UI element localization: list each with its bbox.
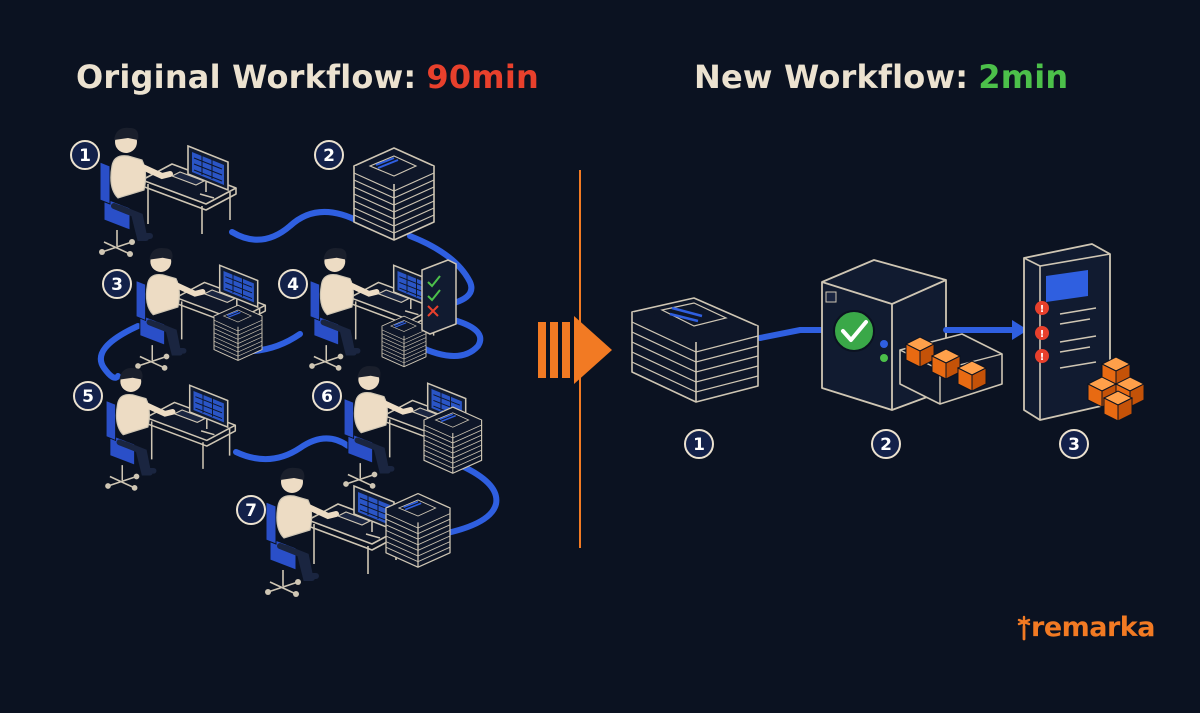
- step-badge-1: 1: [70, 140, 100, 170]
- new-step-badge-1: 1: [684, 429, 714, 459]
- svg-text:!: !: [1040, 304, 1045, 315]
- step-number: 3: [1068, 435, 1080, 455]
- checkmark-icon: [833, 310, 875, 352]
- step-badge-6: 6: [312, 381, 342, 411]
- worker-workstation-7: [265, 468, 402, 597]
- step-badge-4: 4: [278, 269, 308, 299]
- step-number: 5: [82, 387, 94, 407]
- step-number: 6: [321, 387, 333, 407]
- arrow-head-icon: [1012, 320, 1028, 340]
- step-badge-7: 7: [236, 495, 266, 525]
- original-workflow-time: 90min: [426, 58, 539, 96]
- document-stack-6: [423, 406, 483, 474]
- report-panel: [1023, 243, 1111, 421]
- svg-text:!: !: [1040, 329, 1045, 340]
- document-stack-3: [213, 304, 263, 361]
- document-stack: [631, 297, 759, 403]
- checklist-panel: [421, 259, 457, 335]
- document-stack-7: [385, 492, 451, 569]
- original-workflow-diagram: 1 2 3 4 5 6 7: [70, 128, 500, 597]
- step-number: 2: [323, 146, 335, 166]
- step-number: 7: [245, 501, 257, 521]
- orange-arrow-icon: [538, 316, 612, 384]
- step-number: 1: [79, 146, 91, 166]
- new-step-badge-2: 2: [871, 429, 901, 459]
- asterisk-icon: [1017, 615, 1031, 640]
- step-number: 3: [111, 275, 123, 295]
- new-workflow-diagram: ! ! ! 1 2 3: [631, 243, 1145, 459]
- brand-name: remarka: [1031, 612, 1155, 643]
- document-stack-4: [381, 315, 427, 368]
- step-number: 4: [287, 275, 299, 295]
- worker-workstation-5: [105, 368, 235, 491]
- new-step-badge-3: 3: [1059, 429, 1089, 459]
- document-stack-2: [353, 147, 435, 241]
- connector-path: [97, 208, 500, 541]
- step-number: 2: [880, 435, 892, 455]
- alert-icon: ! ! !: [1035, 301, 1049, 363]
- new-workflow-time: 2min: [978, 58, 1069, 96]
- step-badge-5: 5: [73, 381, 103, 411]
- step-number: 1: [693, 435, 705, 455]
- worker-workstation-1: [99, 128, 236, 257]
- step-badge-2: 2: [314, 140, 344, 170]
- original-workflow-label: Original Workflow:: [76, 58, 417, 96]
- original-workflow-title: Original Workflow:90min: [76, 58, 539, 96]
- brand-logo: remarka: [1017, 612, 1155, 643]
- new-workflow-title: New Workflow:2min: [694, 58, 1068, 96]
- new-workflow-label: New Workflow:: [694, 58, 969, 96]
- svg-text:!: !: [1040, 352, 1045, 363]
- connector-path: [757, 327, 825, 341]
- step-badge-3: 3: [102, 269, 132, 299]
